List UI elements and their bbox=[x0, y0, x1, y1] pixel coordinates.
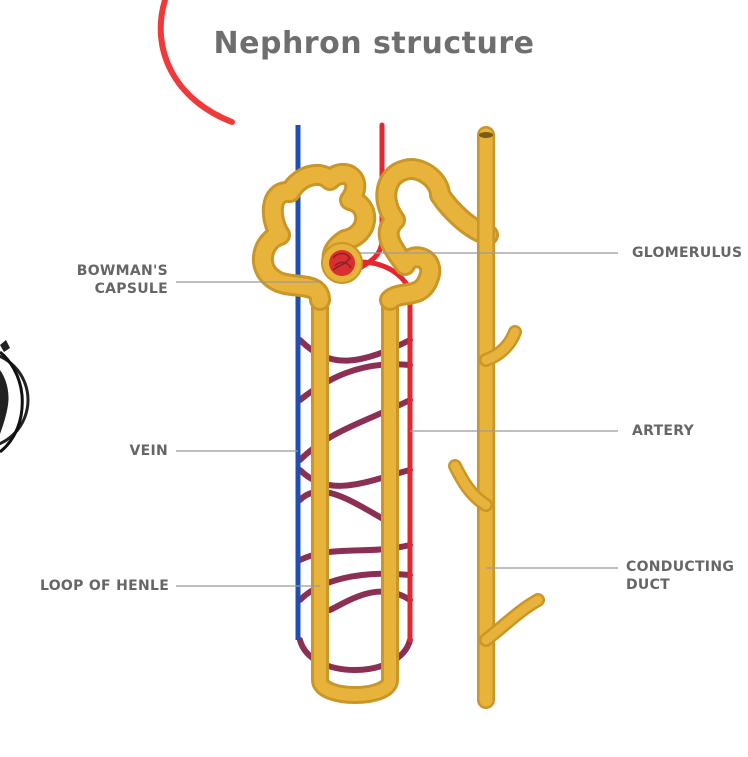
artery-label: ARTERY bbox=[632, 422, 694, 440]
conducting-duct-label-line1: CONDUCTING bbox=[626, 558, 734, 576]
conducting-duct-label: CONDUCTING DUCT bbox=[626, 558, 734, 594]
conducting-duct-label-line2: DUCT bbox=[626, 576, 734, 594]
page-title: Nephron structure bbox=[0, 26, 748, 61]
bowmans-capsule-label-line1: BOWMAN'S bbox=[60, 262, 168, 280]
bowmans-capsule-label-line2: CAPSULE bbox=[60, 280, 168, 298]
badge-logo-icon bbox=[0, 340, 28, 452]
decorative-arc-icon bbox=[161, 0, 232, 122]
bowmans-capsule-label: BOWMAN'S CAPSULE bbox=[60, 262, 168, 298]
loop-of-henle-label: LOOP OF HENLE bbox=[40, 577, 168, 595]
vein-label: VEIN bbox=[60, 442, 168, 460]
glomerulus-label: GLOMERULUS bbox=[632, 244, 742, 262]
